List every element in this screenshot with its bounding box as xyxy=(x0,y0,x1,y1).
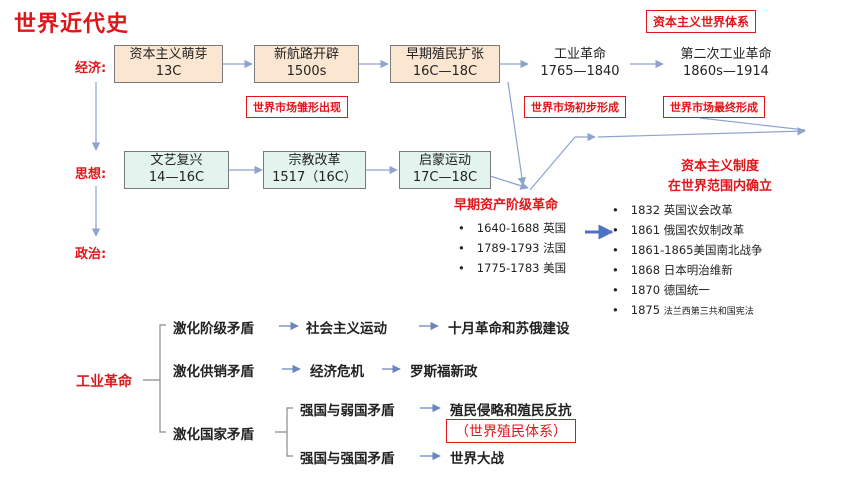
capitalism-title-line1: 资本主义制度 xyxy=(680,159,759,174)
industrial-label: 工业革命 xyxy=(76,374,132,390)
brace-nations xyxy=(286,407,293,457)
thought-reformation-time: 1517（16C） xyxy=(272,170,357,185)
tag-market-embryo: 世界市场雏形出现 xyxy=(246,96,348,118)
econ-second-industrial-name: 第二次工业革命 xyxy=(680,47,772,62)
list-item: 1875 法兰西第三共和国宪法 xyxy=(612,300,762,322)
branch-weak-label: 强国与弱国矛盾 xyxy=(300,403,395,419)
capitalism-item-year: 1861-1865 xyxy=(630,243,694,257)
capitalism-item-year: 1832 xyxy=(630,203,661,217)
thought-renaissance-time: 14—16C xyxy=(148,170,205,185)
list-item: 1861-1865美国南北战争 xyxy=(612,240,763,260)
econ-box-colonial: 早期殖民扩张 16C—18C xyxy=(390,45,500,83)
tag-market-final: 世界市场最终形成 xyxy=(663,96,765,118)
econ-second-industrial: 第二次工业革命 1860s—1914 xyxy=(666,46,786,80)
list-item: 1775-1783 美国 xyxy=(458,258,566,278)
brace-industrial xyxy=(159,324,166,433)
econ-sprouts-name: 资本主义萌芽 xyxy=(129,47,208,62)
econ-industrial-name: 工业革命 xyxy=(553,47,606,62)
branch-class-step1: 社会主义运动 xyxy=(306,321,387,337)
capitalism-item-year: 1870 xyxy=(630,283,661,297)
list-item: 1861 俄国农奴制改革 xyxy=(612,220,762,240)
econ-second-industrial-time: 1860s—1914 xyxy=(683,64,769,79)
thought-reformation-name: 宗教改革 xyxy=(288,153,341,168)
capitalism-item-text: 俄国农奴制改革 xyxy=(663,223,745,237)
thought-box-enlightenment: 启蒙运动 17C—18C xyxy=(399,151,491,189)
capitalism-item-text: 英国议会改革 xyxy=(663,203,733,217)
early-revolution-title: 早期资产阶级革命 xyxy=(454,198,559,213)
early-revolution-list: 1640-1688 英国 1789-1793 法国 1775-1783 美国 xyxy=(458,218,566,278)
capitalism-item-text: 德国统一 xyxy=(663,283,710,297)
capitalism-list: 1832 英国议会改革 1861 俄国农奴制改革 1861-1865美国南北战争… xyxy=(612,200,763,322)
list-item: 1640-1688 英国 xyxy=(458,218,566,238)
econ-new-routes-name: 新航路开辟 xyxy=(273,47,339,62)
branch-strong-label: 强国与强国矛盾 xyxy=(300,451,395,467)
arrow-enlightenment-to-revolution xyxy=(489,175,529,190)
capitalism-item-text: 日本明治维新 xyxy=(663,263,733,277)
page-title: 世界近代史 xyxy=(14,12,130,37)
thought-renaissance-name: 文艺复兴 xyxy=(150,153,203,168)
list-item: 1868 日本明治维新 xyxy=(612,260,762,280)
row-label-economy: 经济: xyxy=(75,61,107,76)
list-item: 1870 德国统一 xyxy=(612,280,762,300)
branch-weak-result: 殖民侵略和殖民反抗 xyxy=(450,403,572,419)
arrow-to-capitalism xyxy=(597,127,806,138)
arrow-revolution-up xyxy=(529,132,596,191)
capitalism-title: 资本主义制度 在世界范围内确立 xyxy=(620,157,820,197)
branch-supply-label: 激化供销矛盾 xyxy=(173,364,254,380)
capitalism-item-text: 美国南北战争 xyxy=(693,243,763,257)
thought-box-reformation: 宗教改革 1517（16C） xyxy=(263,151,366,189)
colonial-system-box: （世界殖民体系） xyxy=(446,419,576,443)
capitalism-item-year: 1875 xyxy=(630,303,661,317)
row-label-politics: 政治: xyxy=(75,247,107,262)
thought-enlightenment-time: 17C—18C xyxy=(412,170,478,185)
arrow-colonial-to-revolution xyxy=(507,81,527,186)
capitalism-title-line2: 在世界范围内确立 xyxy=(667,179,772,194)
arrow-market-final-link xyxy=(699,117,806,131)
econ-industrial-time: 1765—1840 xyxy=(540,64,620,79)
early-revolution-block: 早期资产阶级革命 1640-1688 英国 1789-1793 法国 1775-… xyxy=(454,196,566,278)
branch-strong-result: 世界大战 xyxy=(450,451,504,467)
branch-class-label: 激化阶级矛盾 xyxy=(173,321,254,337)
econ-new-routes-time: 1500s xyxy=(286,64,327,79)
branch-supply-step2: 罗斯福新政 xyxy=(410,364,478,380)
capitalism-item-year: 1868 xyxy=(630,263,661,277)
econ-colonial-name: 早期殖民扩张 xyxy=(405,47,484,62)
tag-world-system: 资本主义世界体系 xyxy=(646,10,757,33)
branch-nations-label: 激化国家矛盾 xyxy=(173,427,254,443)
econ-box-new-routes: 新航路开辟 1500s xyxy=(254,45,359,83)
thought-box-renaissance: 文艺复兴 14—16C xyxy=(124,151,229,189)
list-item: 1832 英国议会改革 xyxy=(612,200,762,220)
row-label-thought: 思想: xyxy=(75,167,107,182)
econ-colonial-time: 16C—18C xyxy=(412,64,478,79)
capitalism-item-text: 法兰西第三共和国宪法 xyxy=(663,307,754,317)
branch-class-step2: 十月革命和苏俄建设 xyxy=(448,321,570,337)
branch-supply-step1: 经济危机 xyxy=(310,364,364,380)
econ-sprouts-time: 13C xyxy=(155,64,182,79)
list-item: 1789-1793 法国 xyxy=(458,238,566,258)
econ-box-sprouts: 资本主义萌芽 13C xyxy=(114,45,223,83)
capitalism-item-year: 1861 xyxy=(630,223,661,237)
tag-market-initial: 世界市场初步形成 xyxy=(524,96,626,118)
thought-enlightenment-name: 启蒙运动 xyxy=(418,153,471,168)
econ-industrial-revolution: 工业革命 1765—1840 xyxy=(530,46,630,80)
